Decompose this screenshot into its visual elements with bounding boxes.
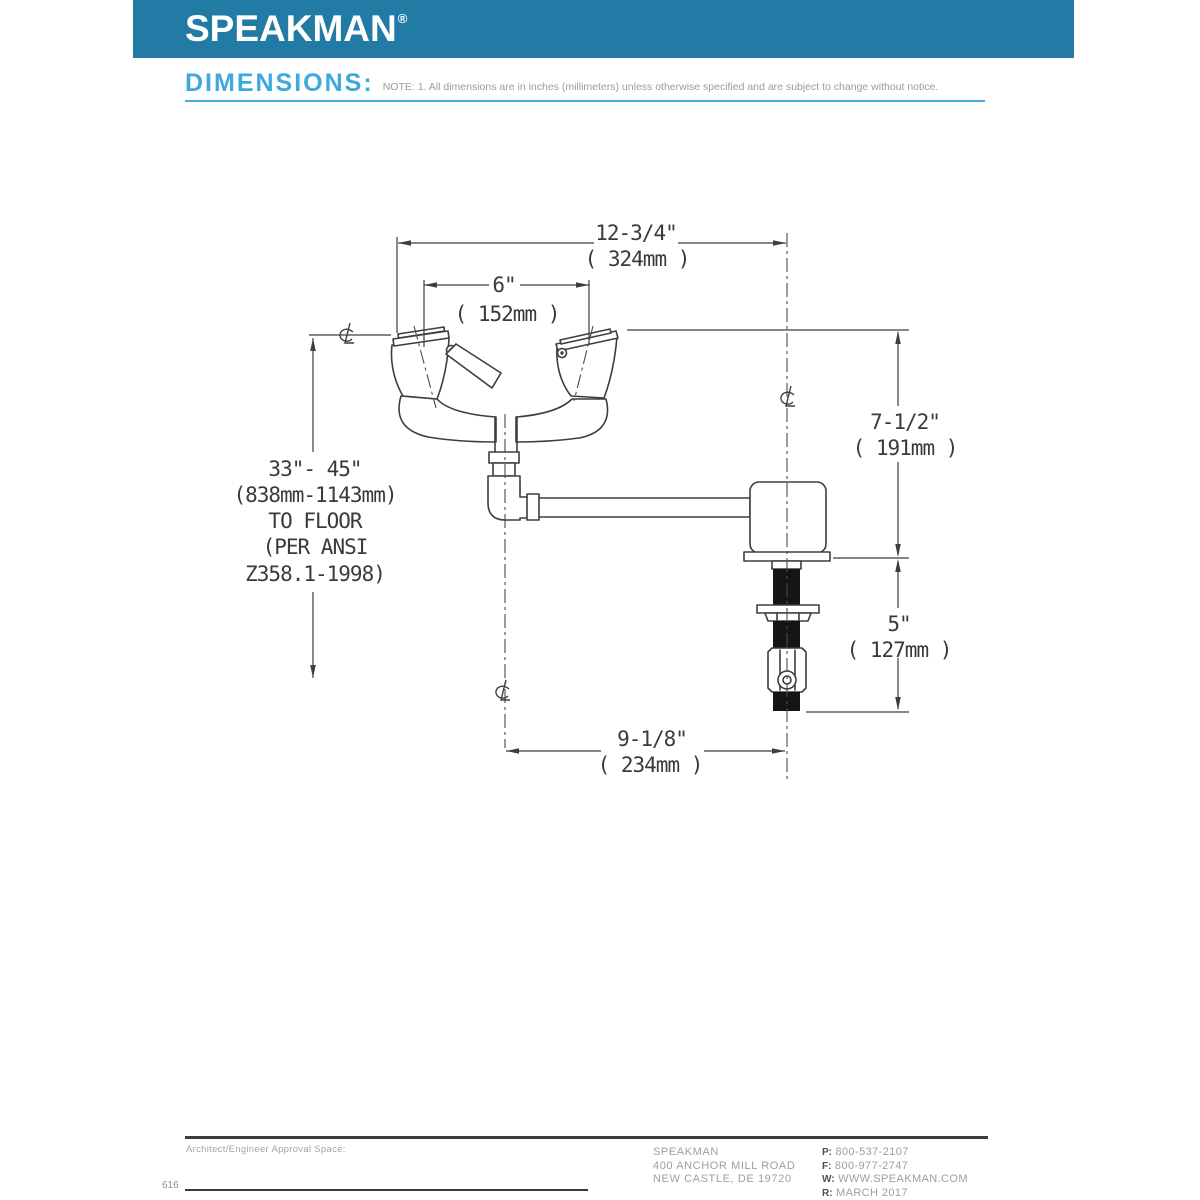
brand-logo: SPEAKMAN® [185, 8, 407, 50]
company-address-line1: 400 ANCHOR MILL ROAD [653, 1159, 796, 1172]
mounting-height-note: 33"- 45" (838mm-1143mm) TO FLOOR (PER AN… [233, 457, 397, 586]
supply-elbow [487, 416, 540, 521]
contact-row-web: W: WWW.SPEAKMAN.COM [822, 1173, 968, 1187]
footer-top-rule [185, 1136, 988, 1139]
centerline-symbol-left-head [339, 322, 355, 344]
spray-arms [398, 395, 609, 453]
dim-shank-length-in: 5" [887, 612, 910, 636]
web-value: WWW.SPEAKMAN.COM [838, 1173, 968, 1185]
activation-paddle [445, 343, 502, 389]
dim-overall-width-in: 12-3/4" [595, 221, 677, 245]
right-spray-head [555, 328, 619, 399]
page-number: 616 [162, 1180, 179, 1191]
mounting-note-line: TO FLOOR [268, 509, 363, 533]
dimension-arrowheads [310, 240, 901, 754]
dimension-lines [309, 237, 909, 752]
centerlines [413, 233, 788, 779]
approval-signature-rule [185, 1189, 588, 1191]
brand-header-bar: SPEAKMAN® [133, 0, 1074, 58]
dim-height-upper-in: 7-1/2" [870, 410, 940, 434]
fax-value: 800-977-2747 [834, 1159, 909, 1172]
web-label: W: [822, 1174, 835, 1185]
centerline-symbol-valve [780, 385, 796, 407]
revision-label: R: [822, 1187, 833, 1199]
centerline-symbol-elbow [495, 679, 511, 701]
mounting-note-line: Z358.1-1998) [245, 562, 385, 586]
dim-depth-in: 9-1/8" [617, 727, 687, 751]
contact-block: P: 800-537-2107 F: 800-977-2747 W: WWW.S… [822, 1146, 968, 1200]
contact-row-fax: F: 800-977-2747 [822, 1160, 968, 1174]
dim-shank-length-mm: ( 127mm ) [847, 638, 952, 662]
dimensions-note: NOTE: 1. All dimensions are in inches (m… [382, 81, 939, 93]
dim-depth-mm: ( 234mm ) [598, 753, 703, 777]
dim-head-spacing-in: 6" [492, 273, 515, 297]
dim-overall-width-mm: ( 324mm ) [585, 247, 690, 271]
mounting-note-line: (838mm-1143mm) [233, 483, 396, 507]
eyewash-fixture [390, 326, 831, 711]
registered-trademark-symbol: ® [397, 11, 408, 26]
section-underline-rule [185, 100, 985, 102]
revision-value: MARCH 2017 [836, 1186, 908, 1199]
phone-value: 800-537-2107 [835, 1146, 909, 1158]
approval-space-label: Architect/Engineer Approval Space: [186, 1144, 346, 1155]
dim-height-upper-mm: ( 191mm ) [853, 436, 958, 460]
brand-logo-text: SPEAKMAN [185, 8, 397, 49]
company-name: SPEAKMAN [653, 1146, 719, 1158]
company-address-line2: NEW CASTLE, DE 19720 [653, 1173, 792, 1185]
contact-row-revision: R: MARCH 2017 [822, 1187, 968, 1200]
dimension-labels: 12-3/4" ( 324mm ) 6" ( 152mm ) 7-1/2" ( … [233, 221, 958, 777]
company-address-block: SPEAKMAN 400 ANCHOR MILL ROAD NEW CASTLE… [653, 1146, 795, 1187]
phone-label: P: [822, 1147, 832, 1158]
horizontal-supply-pipe [537, 497, 751, 518]
fax-label: F: [822, 1160, 832, 1172]
dim-head-spacing-mm: ( 152mm ) [455, 302, 560, 326]
mounting-note-line: 33"- 45" [268, 457, 361, 481]
section-title: DIMENSIONS: [185, 69, 374, 97]
dimensions-section-header: DIMENSIONS: NOTE: 1. All dimensions are … [185, 70, 1045, 96]
valve-body [743, 481, 831, 562]
mounting-note-line: (PER ANSI [263, 535, 368, 559]
contact-row-phone: P: 800-537-2107 [822, 1146, 968, 1160]
mounting-shank [756, 560, 820, 711]
